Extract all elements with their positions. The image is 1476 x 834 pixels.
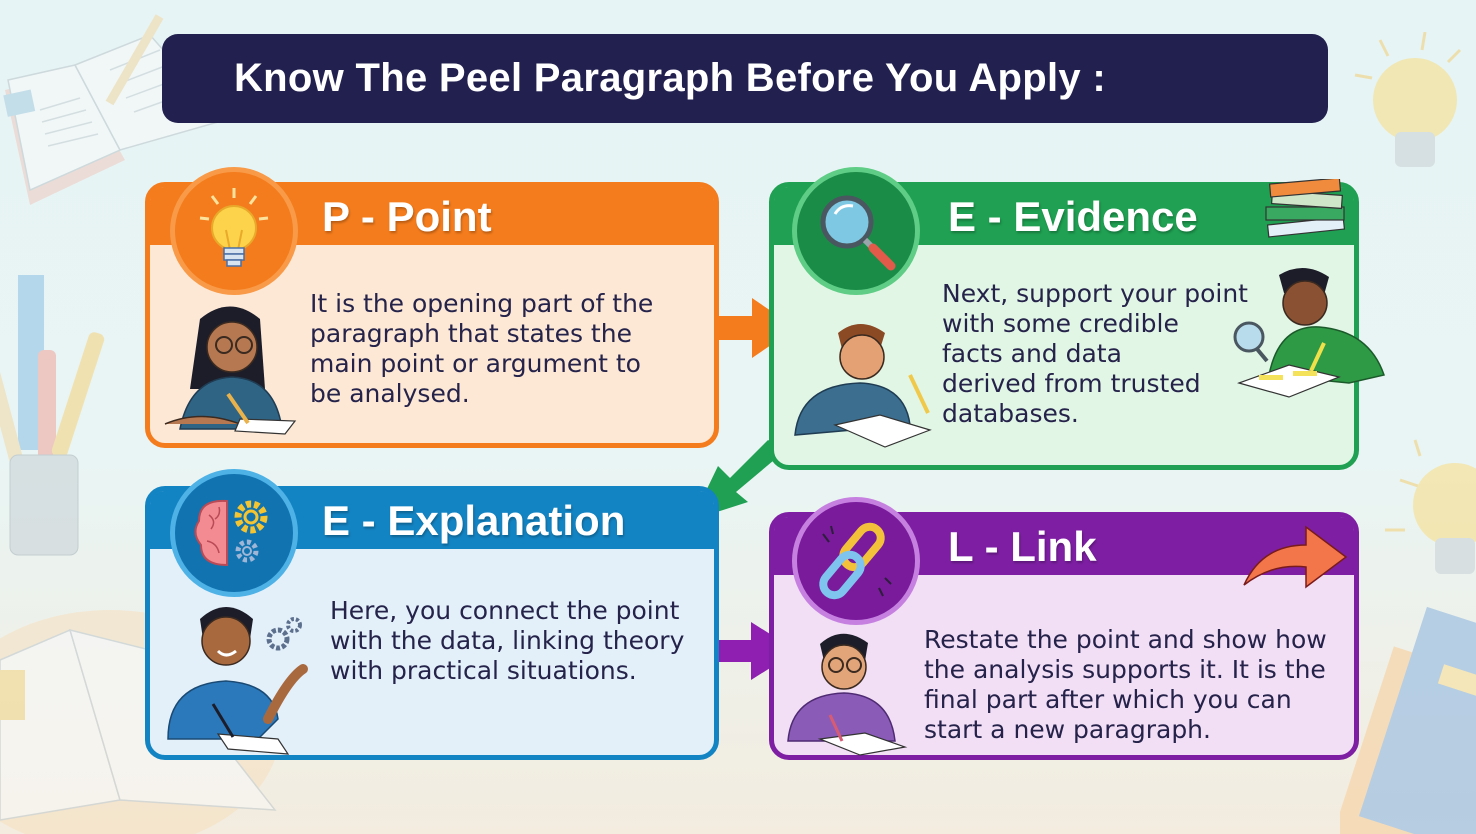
pencil-cup-decoration xyxy=(0,275,105,556)
title-banner: Know The Peel Paragraph Before You Apply… xyxy=(162,34,1328,123)
notebook-decoration-bottom-right xyxy=(1340,606,1476,834)
magnifying-glass-icon xyxy=(820,195,896,271)
book-stack-icon xyxy=(1265,179,1346,238)
explanation-icon-badge xyxy=(170,469,298,597)
point-icon-badge xyxy=(170,167,298,295)
card-text-evidence: Next, support your point with some credi… xyxy=(942,279,1248,428)
card-explanation: E - Explanation Here, you connect the po… xyxy=(145,469,719,760)
card-title-link: L - Link xyxy=(948,523,1097,570)
lightbulb-decoration-top-right xyxy=(1354,31,1462,167)
link-icon-badge xyxy=(792,497,920,625)
brain-gears-icon xyxy=(194,499,268,567)
page-title: Know The Peel Paragraph Before You Apply… xyxy=(234,56,1107,100)
card-text-explanation: Here, you connect the point with the dat… xyxy=(330,596,685,685)
chain-link-icon xyxy=(819,522,892,600)
card-evidence: E - Evidence Next, support your point wi… xyxy=(769,167,1385,470)
evidence-icon-badge xyxy=(792,167,920,295)
card-point: P - Point It is the opening part of the … xyxy=(145,167,719,448)
card-link: L - Link Restate the point and show how … xyxy=(769,497,1359,760)
boy-with-glasses-writing-illustration xyxy=(787,633,908,756)
student-with-magnifier-illustration xyxy=(1233,267,1385,398)
boy-explaining-illustration xyxy=(167,607,308,755)
card-title-point: P - Point xyxy=(322,193,492,240)
lightbulb-icon xyxy=(199,188,269,267)
card-text-point: It is the opening part of the paragraph … xyxy=(310,289,654,408)
girl-writing-illustration xyxy=(164,306,297,435)
card-text-link: Restate the point and show how the analy… xyxy=(924,625,1327,744)
card-title-evidence: E - Evidence xyxy=(948,193,1198,240)
boy-reading-illustration xyxy=(794,324,932,448)
card-title-explanation: E - Explanation xyxy=(322,497,626,544)
curved-arrow-icon xyxy=(1243,525,1348,589)
lightbulb-decoration-right xyxy=(1385,439,1476,574)
